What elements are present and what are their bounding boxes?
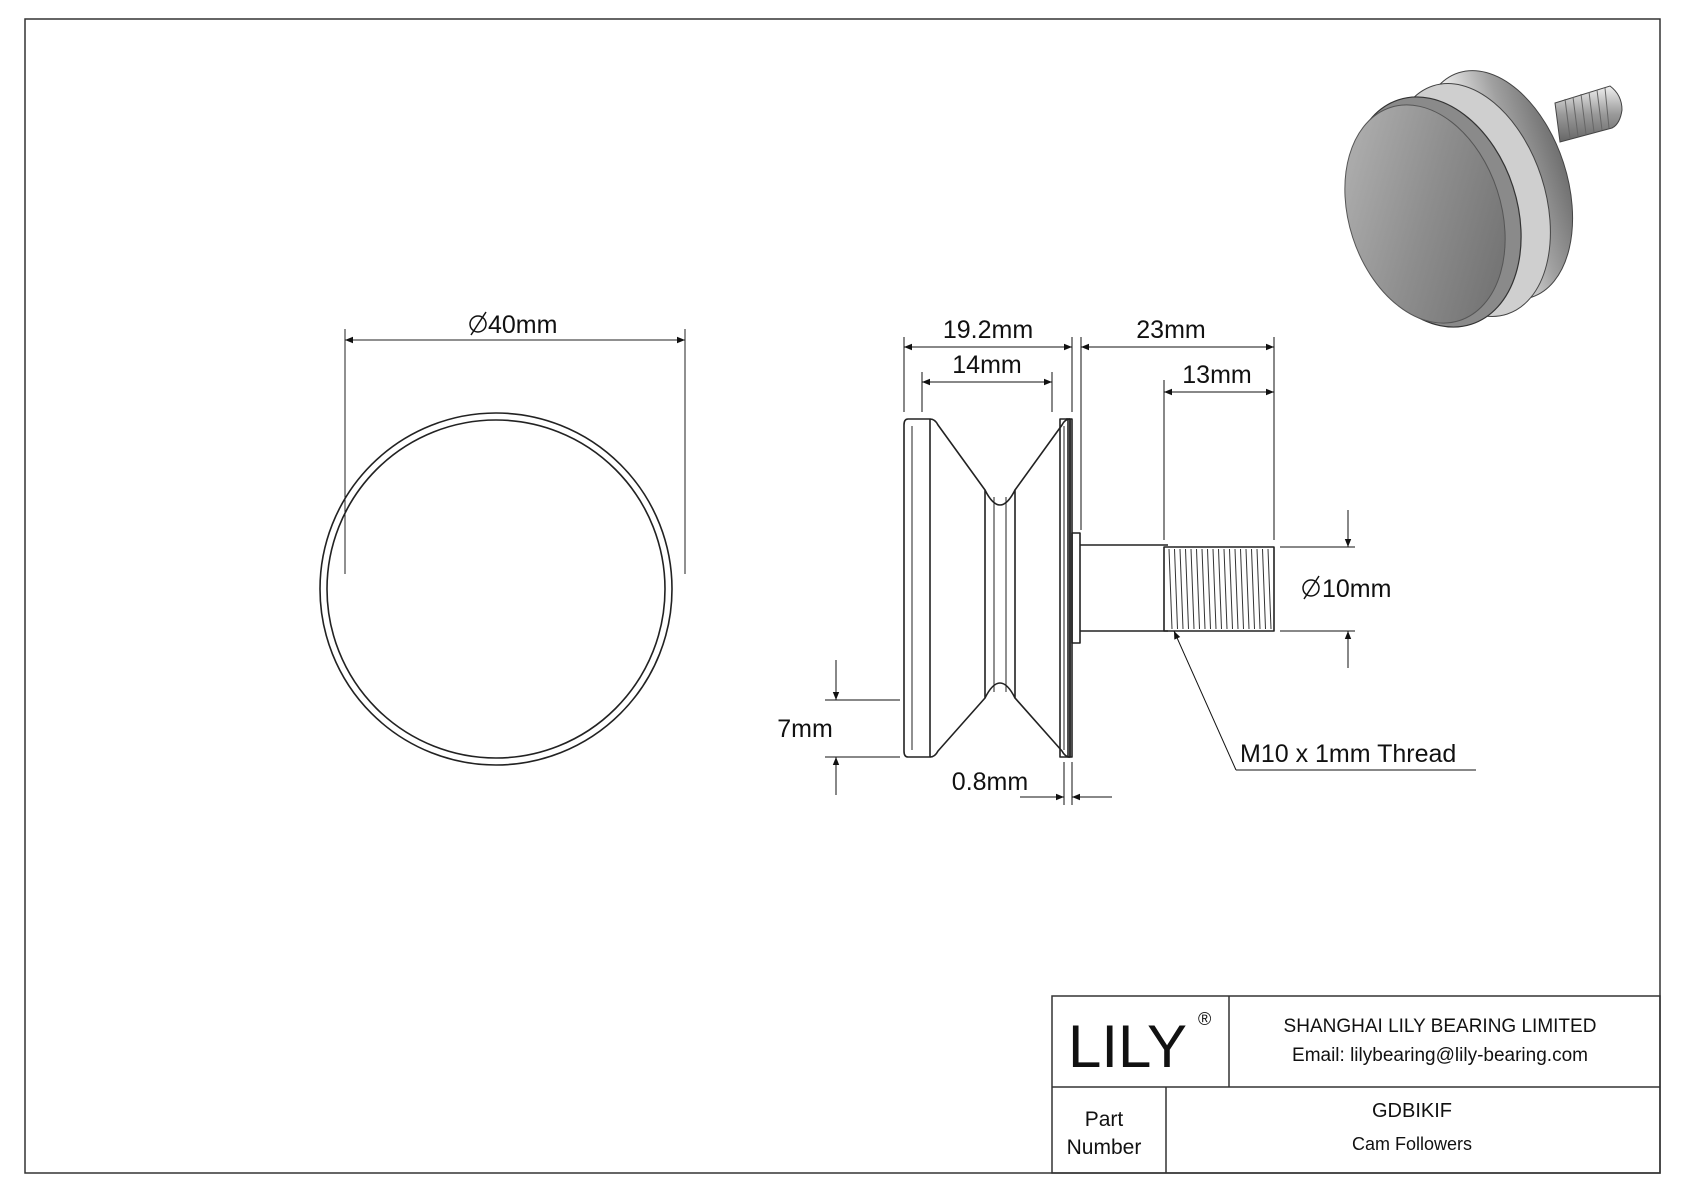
product-render <box>1344 70 1623 328</box>
thread-lines <box>1168 548 1272 630</box>
thread-pitch-line <box>1196 548 1200 630</box>
thread-pitch-line <box>1251 548 1255 630</box>
thread-callout-label: M10 x 1mm Thread <box>1240 740 1456 768</box>
thread-pitch-line <box>1201 548 1206 630</box>
thread-pitch-line <box>1207 548 1211 630</box>
right-cone <box>1014 418 1071 758</box>
part-type: Cam Followers <box>1352 1134 1472 1154</box>
stud-diameter-label: 10mm <box>1322 575 1391 603</box>
thread-pitch-line <box>1229 548 1233 630</box>
thread-pitch-line <box>1179 548 1184 630</box>
outer-circle <box>319 412 673 766</box>
part-label-line1: Part <box>1085 1108 1124 1131</box>
drawing-border <box>24 18 1661 1174</box>
thread-pitch-line <box>1212 548 1217 630</box>
thread-pitch-line <box>1262 548 1266 630</box>
thread-pitch-line <box>1256 548 1261 630</box>
thread-pitch-line <box>1185 548 1189 630</box>
title-block <box>1051 995 1661 1174</box>
flange-offset-label: 0.8mm <box>952 768 1028 796</box>
thread-pitch-line <box>1168 548 1173 630</box>
thread-pitch-line <box>1218 548 1222 630</box>
thread-pitch-line <box>1267 548 1272 630</box>
thread-pitch-line <box>1245 548 1250 630</box>
thread-leader <box>1173 630 1237 771</box>
diameter-symbol-40 <box>469 311 487 336</box>
left-flange <box>903 418 931 758</box>
company-name: SHANGHAI LILY BEARING LIMITED <box>1284 1016 1597 1037</box>
thread-pitch-line <box>1223 548 1228 630</box>
part-number: GDBIKIF <box>1372 1100 1452 1122</box>
left-cone <box>929 418 986 758</box>
groove <box>984 489 1016 699</box>
stud-length-label: 23mm <box>1136 316 1205 344</box>
flange-height-label: 7mm <box>777 715 833 743</box>
stud-collar <box>1071 532 1081 644</box>
thread-pitch-line <box>1240 548 1244 630</box>
front-view <box>319 329 686 766</box>
part-label-line2: Number <box>1067 1136 1142 1159</box>
thread-pitch-line <box>1190 548 1195 630</box>
thread-pitch-line <box>1174 548 1178 630</box>
inner-circle <box>326 419 666 759</box>
company-email: Email: lilybearing@lily-bearing.com <box>1292 1045 1588 1066</box>
stud-shank <box>1080 544 1168 632</box>
thread-length-label: 13mm <box>1182 361 1251 389</box>
side-view <box>903 418 1275 758</box>
track-width-label: 14mm <box>952 351 1021 379</box>
outer-diameter-label: 40mm <box>488 311 557 339</box>
side-dimensions <box>825 337 1476 805</box>
thread-pitch-line <box>1234 548 1239 630</box>
overall-width-label: 19.2mm <box>943 316 1033 344</box>
stud-thread <box>1163 546 1275 632</box>
logo-text: LILY <box>1068 1013 1187 1080</box>
diameter-symbol-10 <box>1302 575 1320 600</box>
logo-registered-mark: ® <box>1198 1009 1211 1029</box>
